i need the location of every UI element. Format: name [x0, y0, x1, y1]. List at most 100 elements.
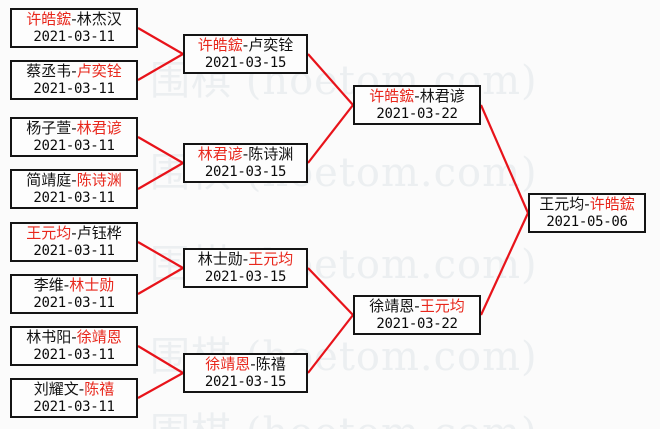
match-players: 王元均-许皓鋐 — [539, 197, 634, 212]
player-right: 陈诗渊 — [248, 145, 294, 164]
player-left: 王元均 — [539, 195, 585, 214]
connector-sf2-to-f1 — [480, 212, 529, 316]
match-date: 2021-03-11 — [33, 346, 115, 363]
player-right: 徐靖恩 — [76, 328, 122, 347]
player-separator: - — [71, 62, 77, 81]
match-date: 2021-03-11 — [33, 137, 115, 154]
match-players: 王元均-卢钰桦 — [26, 226, 121, 241]
player-right: 王元均 — [248, 250, 294, 269]
player-separator: - — [250, 355, 256, 374]
player-right: 卢钰桦 — [76, 224, 122, 243]
player-right: 王元均 — [419, 297, 465, 316]
player-left: 林士勋 — [197, 250, 243, 269]
connector-r1m1-to-r2m1 — [137, 27, 184, 55]
match-players: 刘耀文-陈禧 — [34, 382, 114, 397]
player-separator: - — [71, 10, 77, 29]
player-left: 许皓鋐 — [369, 87, 415, 106]
connector-r1m8-to-r2m4 — [137, 372, 184, 399]
player-right: 卢奕铨 — [248, 36, 294, 55]
connector-r2m3-to-sf2 — [307, 267, 354, 316]
player-left: 蔡丞韦 — [26, 62, 72, 81]
match-date: 2021-03-11 — [33, 80, 115, 97]
match-date: 2021-03-11 — [33, 398, 115, 415]
player-separator: - — [71, 119, 77, 138]
player-right: 林士勋 — [69, 276, 115, 295]
player-left: 李维 — [33, 276, 64, 295]
player-left: 许皓鋐 — [26, 10, 72, 29]
player-left: 简靖庭 — [26, 171, 72, 190]
match-date: 2021-03-15 — [204, 268, 287, 285]
match-players: 林书阳-徐靖恩 — [26, 330, 121, 345]
player-left: 徐靖恩 — [369, 297, 415, 316]
connector-sf1-to-f1 — [479, 104, 530, 214]
player-separator: - — [584, 195, 590, 214]
match-date: 2021-03-11 — [33, 294, 115, 311]
match-players: 徐靖恩-王元均 — [369, 299, 464, 314]
connector-r1m3-to-r2m2 — [137, 136, 184, 164]
watermark-text: 围棋 (hoetom.com) — [150, 400, 538, 429]
player-separator: - — [71, 171, 77, 190]
player-left: 杨子萱 — [26, 119, 72, 138]
connector-r2m4-to-sf2 — [307, 314, 354, 374]
match-players: 许皓鋐-林君谚 — [369, 89, 464, 104]
match-players: 许皓鋐-卢奕铨 — [198, 38, 293, 53]
player-separator: - — [414, 87, 420, 106]
connector-r1m7-to-r2m4 — [137, 345, 184, 374]
player-right: 林君谚 — [76, 119, 122, 138]
connector-r2m2-to-sf1 — [307, 104, 354, 164]
player-separator: - — [63, 276, 70, 295]
match-date: 2021-03-15 — [204, 54, 287, 71]
match-players: 许皓鋐-林杰汉 — [26, 12, 121, 27]
player-right: 陈禧 — [255, 355, 286, 374]
match-date: 2021-03-22 — [376, 315, 458, 332]
connector-r1m5-to-r2m3 — [137, 241, 184, 269]
match-date: 2021-03-22 — [376, 105, 458, 122]
connector-r1m6-to-r2m3 — [137, 267, 184, 295]
player-left: 许皓鋐 — [197, 36, 243, 55]
match-players: 林君谚-陈诗渊 — [198, 147, 293, 162]
player-right: 林君谚 — [419, 87, 465, 106]
player-right: 林杰汉 — [76, 10, 122, 29]
player-right: 许皓鋐 — [589, 195, 635, 214]
match-date: 2021-03-11 — [33, 28, 115, 45]
match-date: 2021-03-11 — [33, 189, 115, 206]
match-players: 林士勋-王元均 — [198, 252, 293, 267]
player-left: 林君谚 — [197, 145, 243, 164]
player-separator: - — [78, 380, 85, 399]
match-players: 李维-林士勋 — [34, 278, 114, 293]
match-date: 2021-03-11 — [33, 242, 115, 259]
player-right: 卢奕铨 — [76, 62, 122, 81]
connector-r2m1-to-sf1 — [307, 53, 354, 106]
player-left: 王元均 — [26, 224, 72, 243]
player-separator: - — [242, 145, 249, 164]
connector-r1m4-to-r2m2 — [137, 162, 184, 190]
player-separator: - — [71, 224, 77, 243]
connector-r1m2-to-r2m1 — [137, 53, 184, 81]
match-players: 蔡丞韦-卢奕铨 — [26, 64, 121, 79]
player-left: 徐靖恩 — [205, 355, 251, 374]
player-left: 林书阳 — [26, 328, 72, 347]
player-separator: - — [71, 328, 77, 347]
match-date: 2021-03-15 — [204, 163, 287, 180]
player-separator: - — [242, 250, 249, 269]
player-right: 陈诗渊 — [76, 171, 122, 190]
player-separator: - — [242, 36, 249, 55]
player-left: 刘耀文 — [33, 380, 79, 399]
match-players: 杨子萱-林君谚 — [26, 121, 121, 136]
